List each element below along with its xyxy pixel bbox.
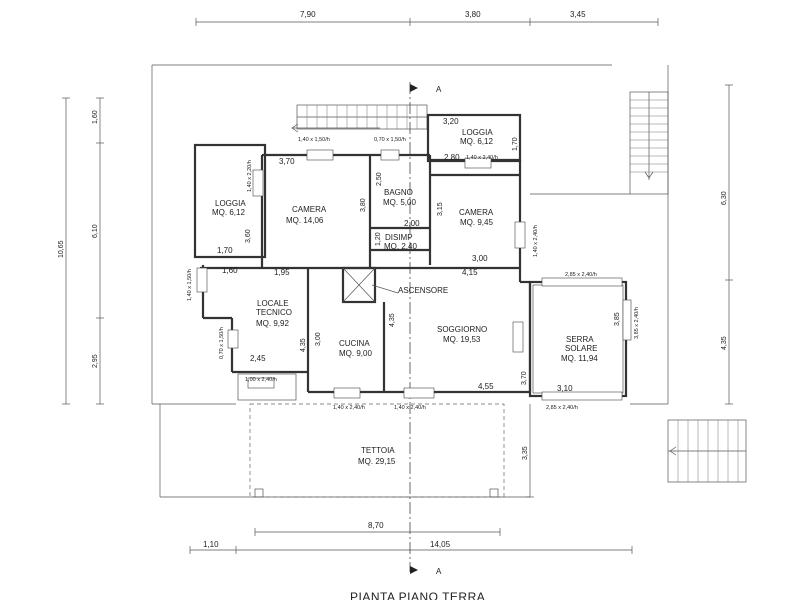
dim-inner-3-15: 3,15 [437, 202, 444, 216]
section-label-bottom: A [436, 567, 442, 576]
bottom-dimension-lines [189, 528, 633, 554]
room-locale-tecnico-area: MQ. 9,92 [256, 319, 289, 328]
dim-inner-2-80: 2,80 [444, 153, 460, 162]
dim-top-2: 3,80 [465, 10, 481, 19]
room-tettoia-area: MQ. 29,15 [358, 457, 396, 466]
dim-top-3: 3,45 [570, 10, 586, 19]
room-cucina-name: CUCINA [339, 339, 370, 348]
opening-w1: 1,40 x 1,50/h [298, 137, 330, 143]
dim-right-1: 6,30 [721, 191, 728, 205]
dim-inner-4-35a: 4,35 [300, 338, 307, 352]
opening-w11: 2,85 x 2,40/h [565, 272, 597, 278]
room-loggia-left-area: MQ. 6,12 [212, 208, 245, 217]
dim-inner-1-70b: 1,70 [512, 137, 519, 151]
window-marks [196, 149, 632, 401]
dim-inner-3-70b: 3,70 [521, 371, 528, 385]
dim-inner-3-20: 3,20 [443, 117, 459, 126]
dim-inner-3-80: 3,80 [360, 198, 367, 212]
opening-w5: 1,40 x 2,40/h [533, 225, 539, 257]
room-loggia-top-name: LOGGIA [462, 128, 493, 137]
opening-w6: 1,40 x 1,50/h [187, 269, 193, 301]
room-loggia-top-area: MQ. 6,12 [460, 137, 493, 146]
room-locale-tecnico-name1: LOCALE [257, 299, 289, 308]
opening-w3: 1,40 x 2,40/h [466, 155, 498, 161]
dim-right-2: 4,35 [721, 336, 728, 350]
room-loggia-left-name: LOGGIA [215, 199, 246, 208]
stair-right-upper [530, 91, 669, 195]
top-dimension-line: 7,90 3,80 3,45 [195, 10, 659, 26]
room-camera1-name: CAMERA [292, 205, 327, 214]
dim-left-3: 2,95 [92, 354, 99, 368]
room-cucina-area: MQ. 9,00 [339, 349, 372, 358]
left-dimension-lines [62, 97, 104, 405]
room-disimp-name: DISIMP [385, 233, 413, 242]
dim-inner-3-85: 3,85 [614, 312, 621, 326]
opening-w12: 2,85 x 2,40/h [546, 405, 578, 411]
dim-left-outer: 10,65 [58, 240, 65, 258]
room-serra-name2: SOLARE [565, 344, 597, 353]
dim-top-1: 7,90 [300, 10, 316, 19]
room-bagno-area: MQ. 5,00 [383, 198, 416, 207]
dim-inner-3-00a: 3,00 [472, 254, 488, 263]
dim-inner-2-00: 2,00 [404, 219, 420, 228]
stair-top [291, 104, 428, 133]
drawing-title: PIANTA PIANO TERRA [350, 590, 485, 600]
room-camera2-area: MQ. 9,45 [460, 218, 493, 227]
dim-bottom-2: 14,05 [430, 540, 451, 549]
opening-w4: 1,40 x 2,20/h [247, 160, 253, 192]
dim-left-2: 6,10 [92, 224, 99, 238]
opening-w8: 1,00 x 2,40/h [245, 377, 277, 383]
dim-inner-3-00b: 3,00 [315, 332, 322, 346]
room-camera1-area: MQ. 14,06 [286, 216, 324, 225]
opening-w7: 0,70 x 1,50/h [219, 327, 225, 359]
room-ascensore-label: ASCENSORE [398, 286, 448, 295]
dim-inner-2-50: 2,50 [376, 172, 383, 186]
room-soggiorno-area: MQ. 19,53 [443, 335, 481, 344]
dim-inner-1-60: 1,60 [222, 266, 238, 275]
dim-inner-3-70: 3,70 [279, 157, 295, 166]
dim-inner-4-35b: 4,35 [389, 313, 396, 327]
room-serra-area: MQ. 11,94 [561, 354, 598, 363]
opening-w10: 1,40 x 2,40/h [394, 405, 426, 411]
room-serra-name1: SERRA [566, 335, 594, 344]
section-label-top: A [436, 85, 442, 94]
dim-inner-1-20: 1,20 [375, 232, 382, 246]
room-bagno-name: BAGNO [384, 188, 413, 197]
room-soggiorno-name: SOGGIORNO [437, 325, 487, 334]
room-camera2-name: CAMERA [459, 208, 494, 217]
dim-bottom-1: 1,10 [203, 540, 219, 549]
dim-inner-4-15: 4,15 [462, 268, 478, 277]
room-locale-tecnico-name2: TECNICO [256, 308, 292, 317]
dim-bottom-inner: 8,70 [368, 521, 384, 530]
opening-w13: 3,85 x 2,40/h [634, 307, 640, 339]
room-disimp-area: MQ. 2,40 [384, 242, 417, 251]
right-dimension-lines [725, 84, 733, 405]
dim-right-mid: 3,35 [522, 446, 529, 460]
opening-w2: 0,70 x 1,50/h [374, 137, 406, 143]
dim-inner-3-60: 3,60 [245, 229, 252, 243]
dim-inner-4-55: 4,55 [478, 382, 494, 391]
dim-inner-3-10: 3,10 [557, 384, 573, 393]
dim-left-1: 1,60 [92, 110, 99, 124]
dim-inner-2-45: 2,45 [250, 354, 266, 363]
stair-right-lower [667, 419, 747, 483]
opening-w9: 1,40 x 2,40/h [333, 405, 365, 411]
dim-inner-1-95: 1,95 [274, 268, 290, 277]
room-tettoia-name: TETTOIA [361, 446, 395, 455]
tettoia-portico [249, 403, 534, 498]
section-axis [409, 82, 418, 574]
dim-inner-1-70a: 1,70 [217, 246, 233, 255]
